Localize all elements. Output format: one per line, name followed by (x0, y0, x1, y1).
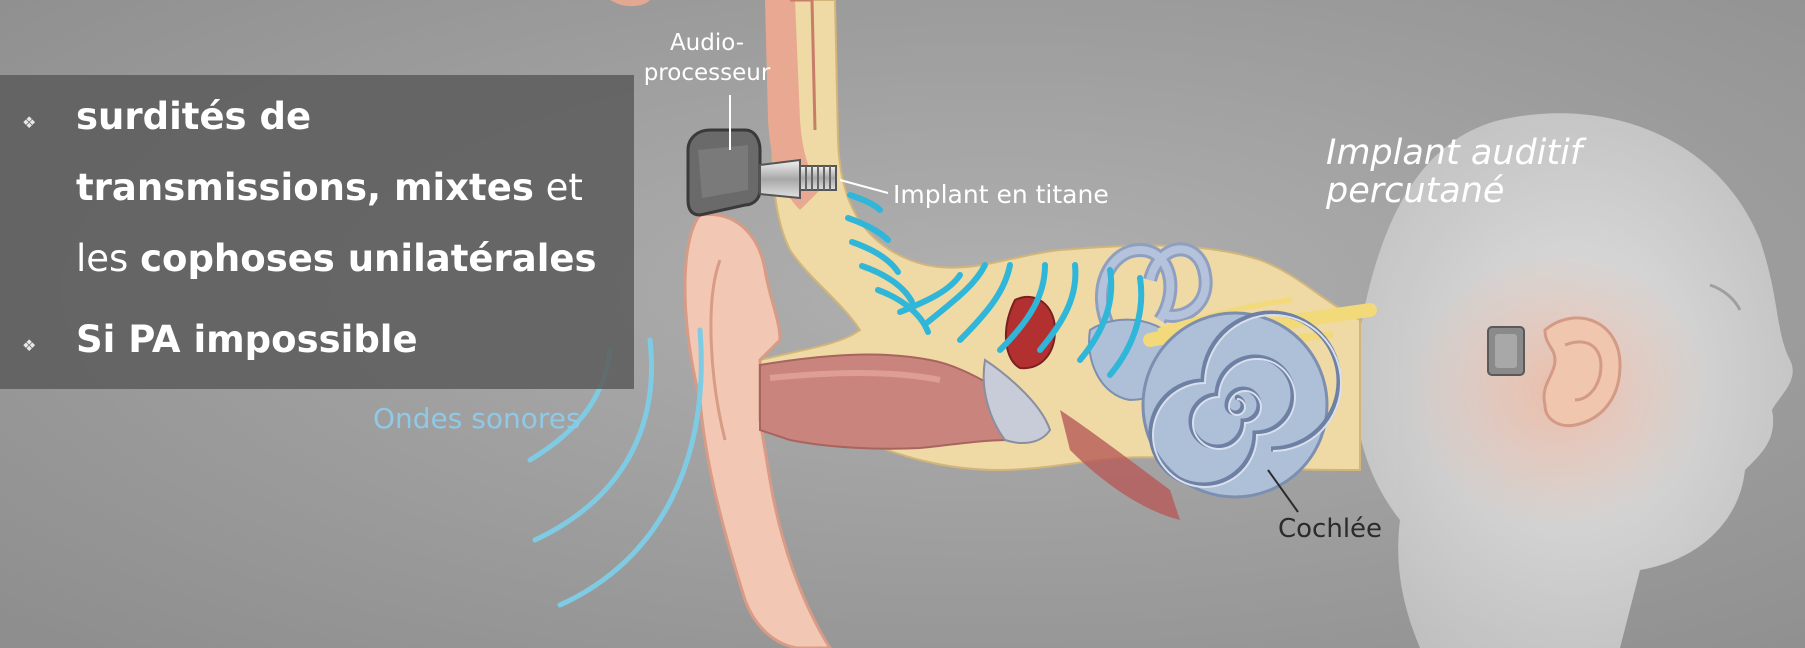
bullet-1-line-2: transmissions, mixtes et (76, 166, 583, 209)
label-sound-waves: Ondes sonores (373, 402, 581, 435)
diagram-title-line2: percutané (1326, 172, 1646, 210)
label-audio-processor: Audio- processeur (632, 28, 782, 88)
diagram-title-line1: Implant auditif (1326, 134, 1646, 172)
label-audio-processor-line2: processeur (632, 58, 782, 88)
bullet-1-line-2-bold: transmissions, mixtes (76, 166, 534, 209)
label-titanium-implant: Implant en titane (893, 180, 1109, 209)
bullet-2-line-1: Si PA impossible (76, 318, 418, 361)
bullet-1-line-3: les cophoses unilatérales (76, 237, 597, 280)
label-audio-processor-line1: Audio- (632, 28, 782, 58)
bullet-1-line-3-normal: les (76, 237, 140, 280)
diamond-bullet-icon: ❖ (22, 113, 36, 132)
diamond-bullet-icon: ❖ (22, 336, 36, 355)
bullet-1-line-3-bold: cophoses unilatérales (140, 237, 596, 280)
label-cochlea: Cochlée (1278, 514, 1382, 544)
diagram-title: Implant auditif percutané (1326, 134, 1646, 210)
text-panel: ❖ surdités de transmissions, mixtes et l… (0, 75, 634, 389)
bullet-1-line-2-normal: et (534, 166, 583, 209)
bullet-1-line-1: surdités de (76, 95, 311, 138)
